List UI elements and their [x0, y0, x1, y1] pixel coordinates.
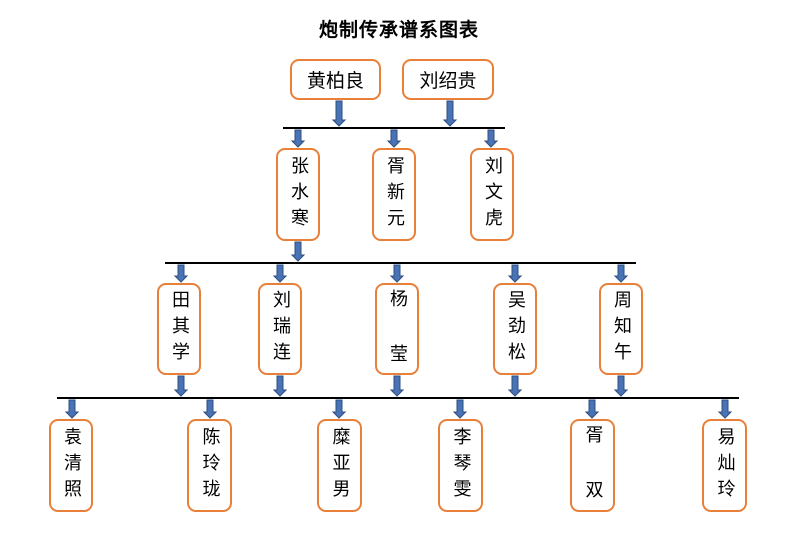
- node-gen3-4: 吴劲松: [493, 283, 537, 375]
- down-arrow-icon-9: [389, 264, 405, 283]
- down-arrow-icon-12: [173, 375, 189, 397]
- node-gen3-5: 周知午: [599, 283, 643, 375]
- down-arrow-icon-1: [331, 100, 347, 127]
- down-arrow-icon-20: [452, 399, 468, 419]
- node-gen4-4: 李琴雯: [438, 419, 483, 512]
- down-arrow-icon-15: [507, 375, 523, 397]
- diagram-title: 炮制传承谱系图表: [318, 19, 479, 41]
- down-arrow-icon-16: [613, 375, 629, 397]
- node-gen3-3: 杨 莹: [375, 283, 419, 375]
- down-arrow-icon-5: [483, 129, 499, 148]
- down-arrow-icon-21: [584, 399, 600, 419]
- node-gen1-1: 黄柏良: [290, 59, 381, 100]
- down-arrow-icon-7: [173, 264, 189, 283]
- down-arrow-icon-2: [442, 100, 458, 127]
- node-gen4-5: 胥 双: [570, 419, 615, 512]
- node-gen2-2: 胥新元: [372, 148, 416, 241]
- down-arrow-icon-13: [272, 375, 288, 397]
- node-gen4-3: 糜亚男: [317, 419, 362, 512]
- node-gen4-2: 陈玲珑: [187, 419, 232, 512]
- node-gen2-1: 张水寒: [276, 148, 320, 241]
- down-arrow-icon-10: [507, 264, 523, 283]
- node-gen4-6: 易灿玲: [702, 419, 747, 512]
- node-gen3-2: 刘瑞连: [258, 283, 302, 375]
- down-arrow-icon-6: [290, 241, 306, 262]
- down-arrow-icon-3: [290, 129, 306, 148]
- down-arrow-icon-11: [613, 264, 629, 283]
- down-arrow-icon-4: [386, 129, 402, 148]
- node-gen4-1: 袁清照: [49, 419, 93, 512]
- down-arrow-icon-19: [331, 399, 347, 419]
- down-arrow-icon-18: [202, 399, 218, 419]
- node-gen1-2: 刘绍贵: [402, 59, 494, 100]
- node-gen2-3: 刘文虎: [470, 148, 514, 241]
- down-arrow-icon-22: [717, 399, 733, 419]
- down-arrow-icon-17: [64, 399, 80, 419]
- down-arrow-icon-14: [389, 375, 405, 397]
- down-arrow-icon-8: [272, 264, 288, 283]
- node-gen3-1: 田其学: [157, 283, 201, 375]
